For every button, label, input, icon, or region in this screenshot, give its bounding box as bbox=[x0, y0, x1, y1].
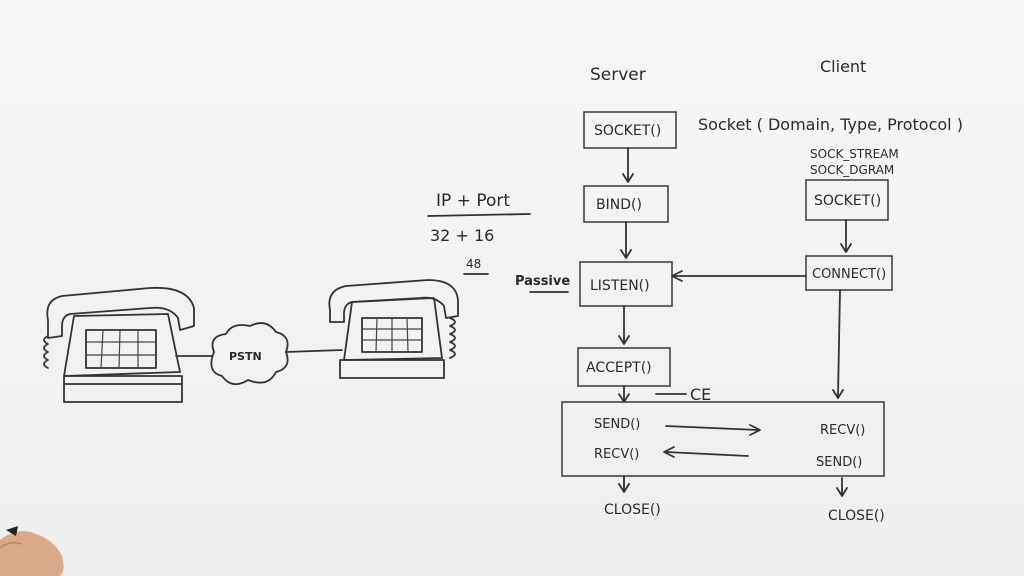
server-socket-box bbox=[583, 111, 677, 149]
ip-port-label: IP + Port bbox=[436, 191, 510, 211]
server-accept-label: ACCEPT() bbox=[586, 360, 652, 376]
telephone-left-icon bbox=[43, 286, 195, 403]
client-recv-label: RECV() bbox=[820, 423, 865, 438]
server-recv-label: RECV() bbox=[594, 447, 639, 462]
client-connect-label: CONNECT() bbox=[812, 267, 886, 282]
passive-label: Passive bbox=[515, 274, 570, 289]
client-send-label: SEND() bbox=[816, 455, 862, 470]
recv-arrow bbox=[665, 451, 749, 457]
pstn-cloud-icon bbox=[175, 322, 343, 386]
server-close-label: CLOSE() bbox=[604, 502, 661, 518]
server-send-label: SEND() bbox=[594, 417, 640, 432]
client-close-label: CLOSE() bbox=[828, 508, 885, 524]
send-arrow bbox=[665, 425, 759, 431]
telephone-right-icon bbox=[328, 279, 459, 379]
client-connect-box bbox=[805, 255, 893, 291]
data-exchange-box bbox=[561, 401, 885, 477]
server-heading: Server bbox=[590, 65, 646, 85]
client-socket-box bbox=[805, 179, 889, 221]
fraction-line bbox=[427, 213, 531, 217]
presenter-hand bbox=[0, 526, 64, 576]
ce-label: CE bbox=[690, 385, 711, 404]
server-listen-label: LISTEN() bbox=[590, 278, 650, 294]
server-bind-label: BIND() bbox=[596, 197, 642, 213]
total-bits-label: 48 bbox=[466, 257, 481, 271]
client-heading: Client bbox=[820, 57, 866, 76]
socket-signature: Socket ( Domain, Type, Protocol ) bbox=[698, 115, 963, 134]
pstn-label: PSTN bbox=[229, 350, 262, 363]
sock-dgram-label: SOCK_DGRAM bbox=[810, 163, 894, 177]
server-socket-label: SOCKET() bbox=[594, 123, 661, 139]
client-socket-label: SOCKET() bbox=[814, 193, 881, 209]
bits-label: 32 + 16 bbox=[430, 226, 494, 245]
server-listen-box bbox=[579, 261, 673, 307]
sock-stream-label: SOCK_STREAM bbox=[810, 147, 899, 161]
